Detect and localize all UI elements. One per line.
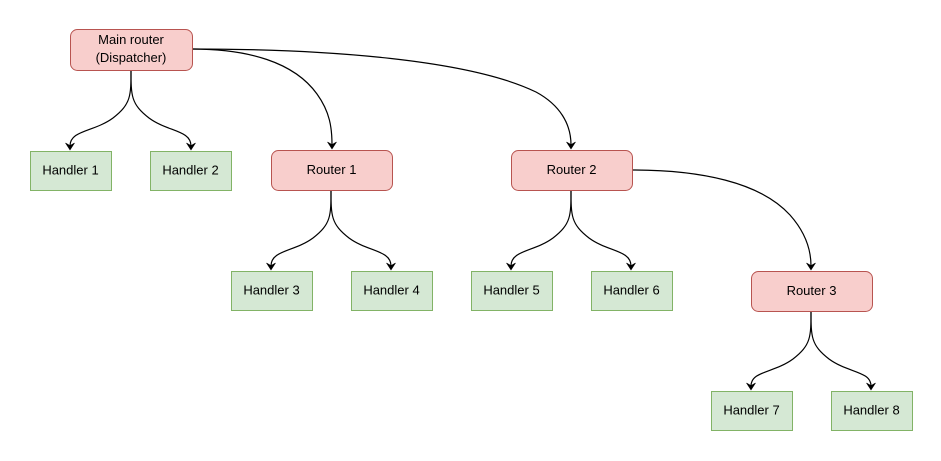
edge-line [570,189,632,267]
edge-router-1-to-handler-4 [330,189,396,271]
edge-line [130,69,192,147]
arrowhead-icon [186,142,196,151]
edge-line [191,48,333,146]
node-router-2[interactable]: Router 2 [511,150,633,191]
node-handler-3[interactable]: Handler 3 [231,271,313,311]
node-handler-8[interactable]: Handler 8 [831,391,913,431]
edge-router-2-to-handler-5 [506,189,572,271]
edge-router-2-to-handler-6 [570,189,636,271]
edge-router-2-to-router-3 [631,169,816,271]
arrowhead-icon [506,262,516,271]
handler-box[interactable] [231,271,313,311]
node-handler-1[interactable]: Handler 1 [30,151,112,191]
node-handler-6[interactable]: Handler 6 [591,271,673,311]
arrowhead-icon [266,262,276,271]
router-box[interactable] [70,29,193,71]
arrowhead-icon [806,262,816,271]
arrowhead-icon [626,262,636,271]
edge-line [191,48,572,146]
arrowhead-icon [386,262,396,271]
arrowhead-icon [327,141,337,150]
arrowhead-icon [746,382,756,391]
edge-line [330,189,392,267]
edge-line [750,310,812,387]
arrowhead-icon [566,141,576,150]
arrowhead-icon [866,382,876,391]
handler-box[interactable] [711,391,793,431]
edge-router-3-to-handler-7 [746,310,812,391]
edge-line [270,189,332,267]
node-router-1[interactable]: Router 1 [271,150,393,191]
edge-main-router-to-router-1 [191,48,337,150]
router-box[interactable] [271,150,393,191]
node-router-3[interactable]: Router 3 [751,271,873,312]
handler-box[interactable] [30,151,112,191]
router-box[interactable] [751,271,873,312]
edge-router-3-to-handler-8 [810,310,876,391]
handler-box[interactable] [351,271,433,311]
edge-main-router-to-handler-1 [65,69,132,151]
edge-line [510,189,572,267]
handler-box[interactable] [831,391,913,431]
node-handler-4[interactable]: Handler 4 [351,271,433,311]
edges-layer [65,48,876,391]
edge-main-router-to-handler-2 [130,69,196,151]
edge-main-router-to-router-2 [191,48,576,150]
node-handler-5[interactable]: Handler 5 [471,271,553,311]
edge-line [810,310,872,387]
edge-line [69,69,132,147]
handler-box[interactable] [591,271,673,311]
router-box[interactable] [511,150,633,191]
nodes-layer: Main router(Dispatcher) Handler 1 Handler … [30,29,913,431]
node-handler-2[interactable]: Handler 2 [150,151,232,191]
edge-router-1-to-handler-3 [266,189,332,271]
arrowhead-icon [65,142,75,151]
edge-line [631,169,812,267]
handler-box[interactable] [150,151,232,191]
node-handler-7[interactable]: Handler 7 [711,391,793,431]
node-main-router[interactable]: Main router(Dispatcher) [70,29,193,71]
handler-box[interactable] [471,271,553,311]
